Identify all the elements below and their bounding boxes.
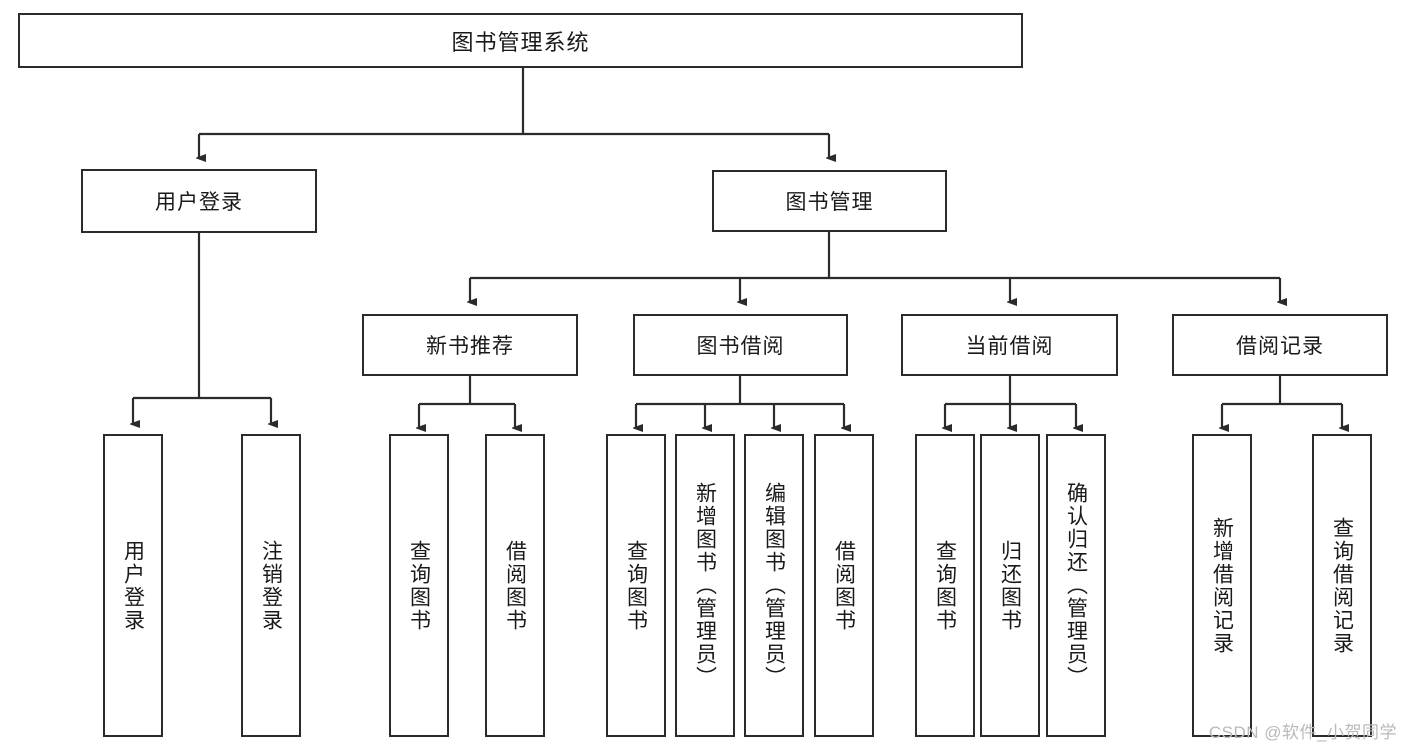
node-root-book-management-system[interactable]: 图书管理系统 xyxy=(18,13,1023,68)
node-book-management[interactable]: 图书管理 xyxy=(712,170,947,232)
leaf-new-book-query[interactable]: 查询图书 xyxy=(389,434,449,737)
leaf-book-borrow-edit-admin[interactable]: 编辑图书（管理员） xyxy=(744,434,804,737)
leaf-new-book-borrow[interactable]: 借阅图书 xyxy=(485,434,545,737)
leaf-label: 查询图书 xyxy=(624,539,648,632)
leaf-label: 注销登录 xyxy=(259,539,283,632)
leaf-label: 借阅图书 xyxy=(832,539,856,632)
leaf-book-borrow-query[interactable]: 查询图书 xyxy=(606,434,666,737)
leaf-label: 新增借阅记录 xyxy=(1210,516,1234,655)
leaf-book-borrow-add-admin[interactable]: 新增图书（管理员） xyxy=(675,434,735,737)
leaf-label: 新增图书（管理员） xyxy=(693,482,717,689)
node-book-borrow[interactable]: 图书借阅 xyxy=(633,314,848,376)
leaf-label: 借阅图书 xyxy=(503,539,527,632)
leaf-book-borrow-borrow[interactable]: 借阅图书 xyxy=(814,434,874,737)
leaf-borrow-record-add[interactable]: 新增借阅记录 xyxy=(1192,434,1252,737)
leaf-label: 归还图书 xyxy=(998,539,1022,632)
leaf-borrow-record-query[interactable]: 查询借阅记录 xyxy=(1312,434,1372,737)
leaf-current-borrow-confirm-return-admin[interactable]: 确认归还（管理员） xyxy=(1046,434,1106,737)
leaf-label: 查询借阅记录 xyxy=(1330,516,1354,655)
leaf-label: 查询图书 xyxy=(933,539,957,632)
node-user-login[interactable]: 用户登录 xyxy=(81,169,317,233)
leaf-user-login-login[interactable]: 用户登录 xyxy=(103,434,163,737)
watermark: CSDN @软件_小贺同学 xyxy=(1208,723,1397,742)
leaf-label: 查询图书 xyxy=(407,539,431,632)
node-new-book-recommend[interactable]: 新书推荐 xyxy=(362,314,578,376)
leaf-current-borrow-return[interactable]: 归还图书 xyxy=(980,434,1040,737)
leaf-label: 用户登录 xyxy=(121,539,145,632)
leaf-current-borrow-query[interactable]: 查询图书 xyxy=(915,434,975,737)
node-borrow-record[interactable]: 借阅记录 xyxy=(1172,314,1388,376)
leaf-label: 编辑图书（管理员） xyxy=(762,482,786,689)
node-current-borrow[interactable]: 当前借阅 xyxy=(901,314,1118,376)
leaf-user-login-logout[interactable]: 注销登录 xyxy=(241,434,301,737)
leaf-label: 确认归还（管理员） xyxy=(1064,482,1088,689)
